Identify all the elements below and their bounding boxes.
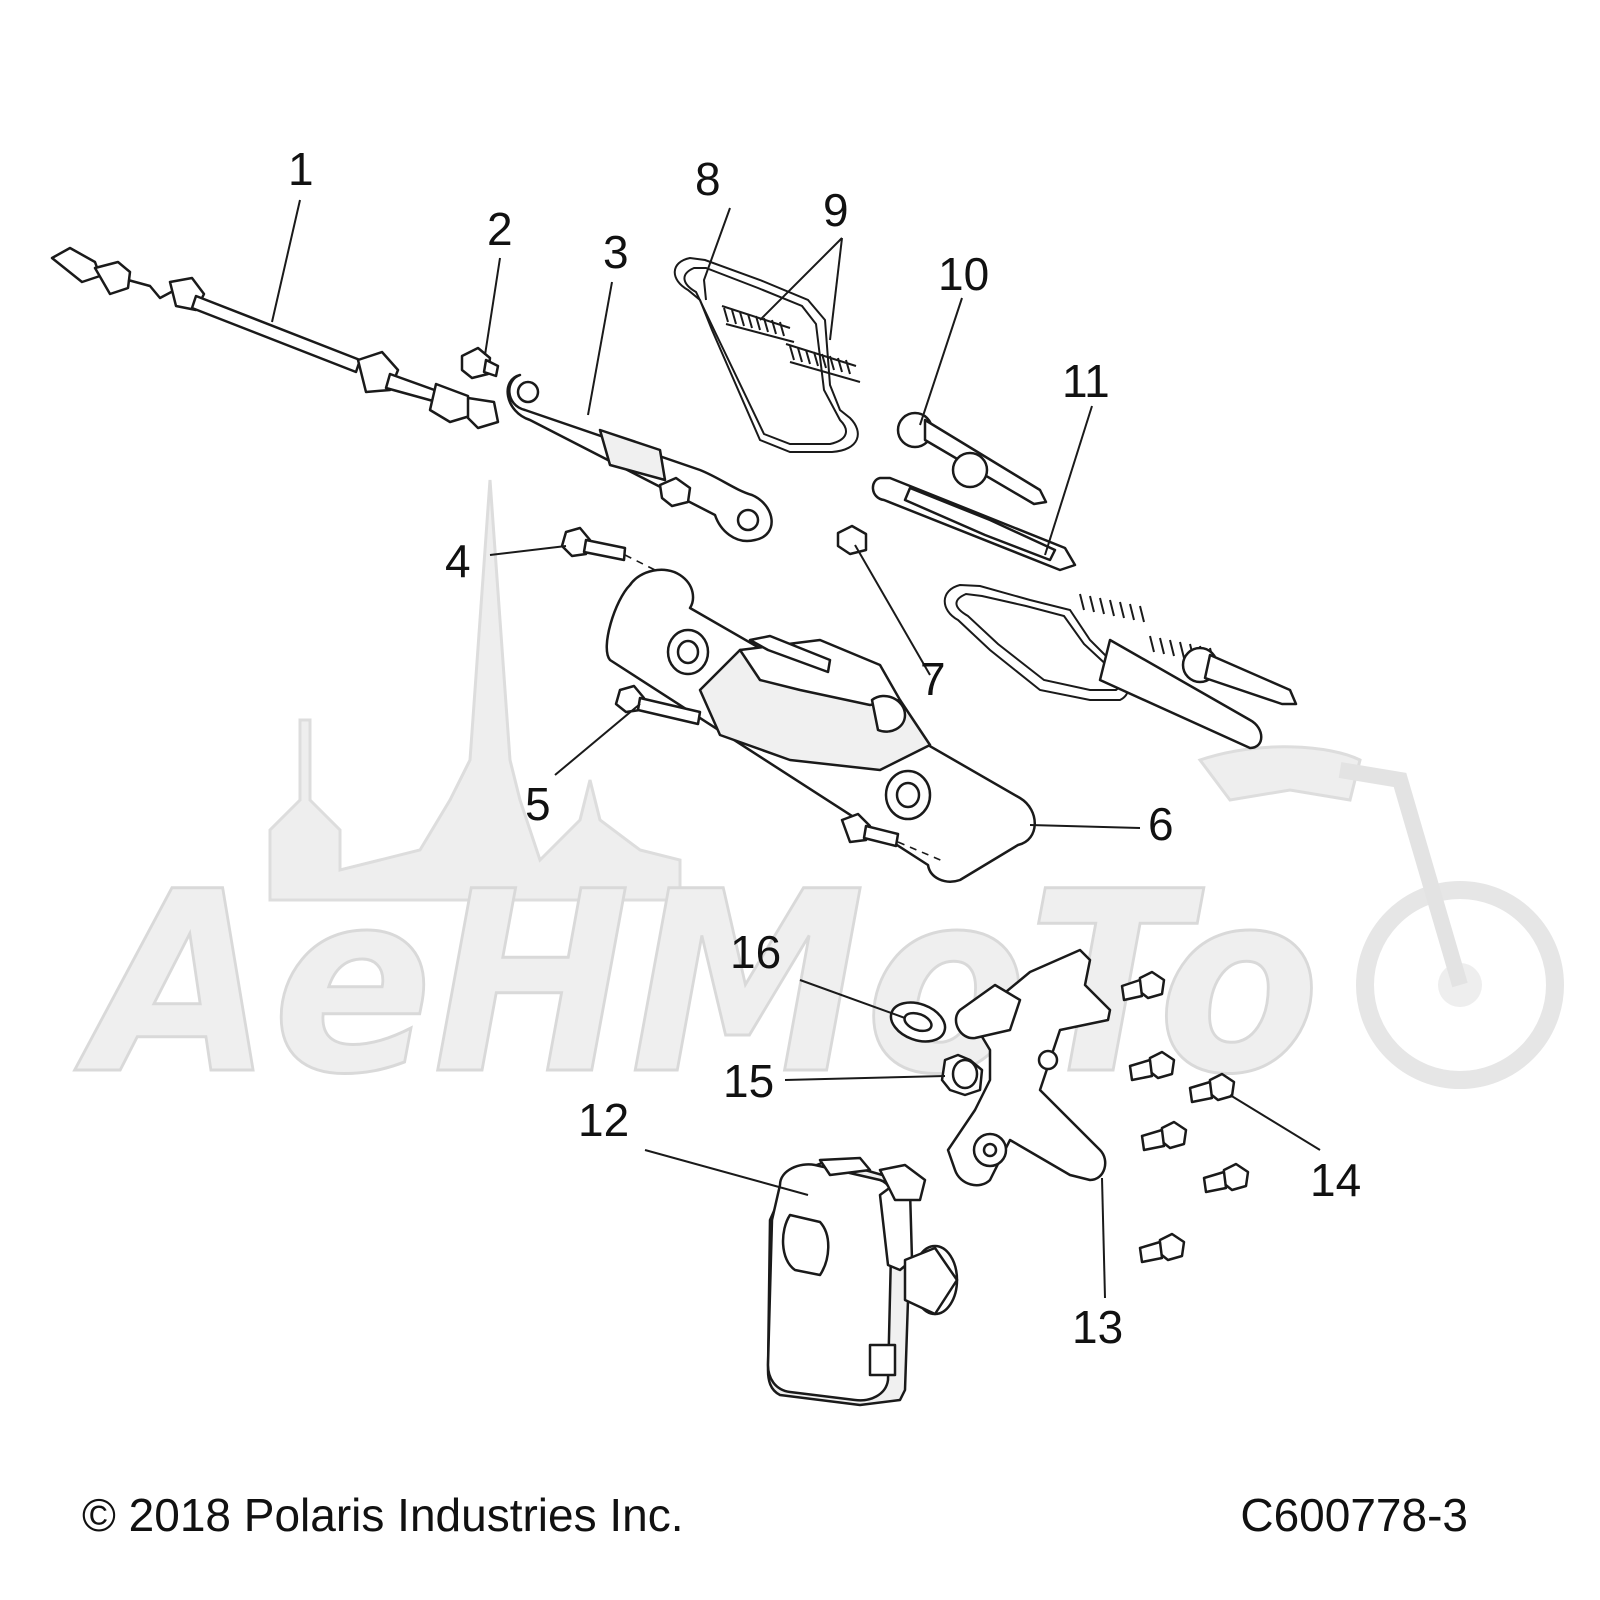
part-14-screws <box>1120 970 1250 1264</box>
spring-upper <box>721 305 795 343</box>
callout-15: 15 <box>723 1055 774 1107</box>
part-7-pivot-pin <box>836 524 868 556</box>
callout-3: 3 <box>603 226 629 278</box>
part-15-bushing <box>940 1053 984 1097</box>
watermark-text: AeHMoTo <box>74 838 1320 1129</box>
callout-16: 16 <box>730 926 781 978</box>
part-1-cable-rod <box>50 246 500 430</box>
callout-5: 5 <box>525 778 551 830</box>
part-8-wire-clip <box>673 256 859 453</box>
part-13-mounting-plate <box>946 948 1112 1187</box>
callouts: 1 2 3 4 5 6 7 8 9 10 11 12 13 14 15 16 <box>288 143 1361 1353</box>
callout-6: 6 <box>1148 798 1174 850</box>
callout-9: 9 <box>823 184 849 236</box>
part-11-lever-assembly <box>871 476 1298 750</box>
callout-11: 11 <box>1062 355 1110 407</box>
part-2-stud <box>460 346 500 380</box>
copyright-notice: © 2018 Polaris Industries Inc. <box>82 1489 684 1541</box>
callout-12: 12 <box>578 1094 629 1146</box>
spring-lower <box>785 343 861 383</box>
part-10-lever <box>896 411 1048 506</box>
leader-lines <box>271 199 1321 1299</box>
part-6-bracket-housing <box>605 568 1036 883</box>
callout-13: 13 <box>1072 1301 1123 1353</box>
part-4-bolt <box>560 526 666 576</box>
callout-2: 2 <box>487 203 513 255</box>
callout-1: 1 <box>288 143 314 195</box>
callout-8: 8 <box>695 153 721 205</box>
part-9-springs <box>721 305 861 383</box>
callout-4: 4 <box>445 535 471 587</box>
callout-14: 14 <box>1310 1154 1361 1206</box>
part-12-actuator-motor <box>766 1156 959 1407</box>
part-3-linkage-arm <box>506 373 773 543</box>
figure-code: C600778-3 <box>1240 1489 1468 1541</box>
callout-10: 10 <box>938 248 989 300</box>
watermark: AeHMoTo <box>72 479 1564 1131</box>
callout-7: 7 <box>920 653 946 705</box>
